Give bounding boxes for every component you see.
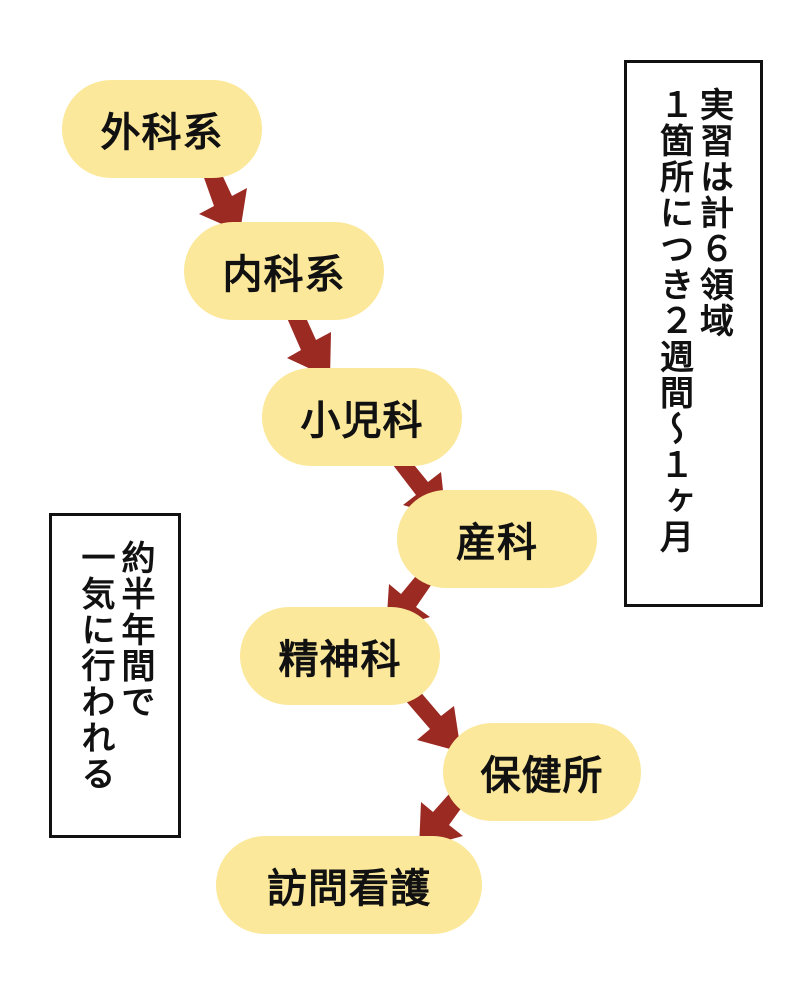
flow-step-pediatrics: 小児科 (262, 368, 462, 466)
note-left-line-2: 一気に行われる (75, 540, 115, 792)
flow-step-public-health-center: 保健所 (443, 723, 641, 821)
note-right-line-2: １箇所につき２週間～１ヶ月 (653, 87, 694, 555)
flow-step-internal-medicine: 内科系 (184, 222, 384, 320)
flow-step-label: 外科系 (100, 110, 224, 156)
flow-step-label: 小児科 (300, 398, 424, 444)
flow-step-label: 産科 (456, 520, 538, 566)
flow-step-label: 精神科 (278, 637, 402, 683)
flow-step-label: 訪問看護 (267, 866, 431, 912)
flow-step-surgery: 外科系 (62, 80, 262, 178)
flow-step-label: 保健所 (480, 753, 604, 799)
flow-step-psychiatry: 精神科 (240, 607, 440, 705)
note-box-left: 約半年間で 一気に行われる (49, 513, 181, 838)
note-box-right: 実習は計６領域 １箇所につき２週間～１ヶ月 (624, 60, 763, 607)
flow-step-obstetrics: 産科 (397, 490, 597, 588)
note-right-line-1: 実習は計６領域 (693, 87, 734, 339)
flow-step-home-nursing: 訪問看護 (216, 836, 482, 934)
flow-step-label: 内科系 (222, 252, 346, 298)
note-left-line-1: 約半年間で (115, 540, 155, 720)
